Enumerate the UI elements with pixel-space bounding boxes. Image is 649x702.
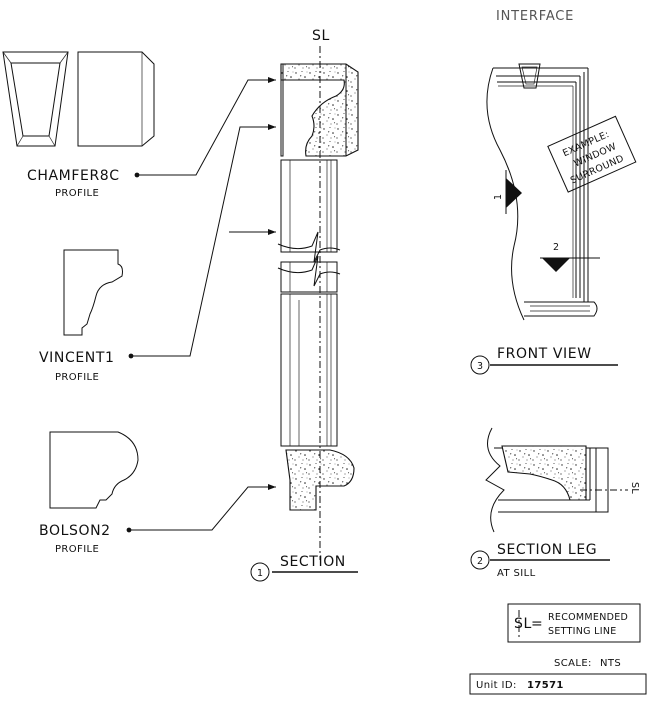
section-number: 1 [257, 568, 263, 579]
leader-lines [126, 77, 276, 533]
section-upper-shaft [280, 159, 338, 253]
unit-id-value: 17571 [527, 680, 564, 691]
example-stamp: EXAMPLE: WINDOW SURROUND [547, 115, 637, 193]
front-view-number-circle [470, 355, 490, 375]
chamfer8c-label: CHAMFER8C [27, 168, 120, 184]
unit-id-box: Unit ID: 17571 [469, 673, 647, 695]
legend-equals: = [531, 616, 543, 632]
unit-id-label: Unit ID: [476, 680, 517, 691]
section-leg-number: 2 [477, 556, 483, 567]
section-bottom-stone [285, 449, 355, 511]
section-leg-number-circle [470, 550, 490, 570]
vincent1-label: VINCENT1 [39, 350, 115, 366]
section-leg-cl-mark: SL [629, 482, 640, 494]
bolson2-label: BOLSON2 [39, 523, 111, 539]
front-view-marker-2: 2 [553, 242, 559, 253]
front-view-number: 3 [477, 361, 483, 372]
chamfer8c-end-view [2, 51, 69, 147]
section-cl-mark: SL [312, 28, 330, 44]
setting-line-legend: SL = RECOMMENDED SETTING LINE [507, 603, 641, 643]
scale-label: SCALE: [554, 658, 592, 669]
chamfer8c-side-view [77, 51, 155, 147]
legend-line-1: RECOMMENDED [548, 612, 628, 623]
bolson2-profile-shape [49, 431, 139, 509]
section-leg-title: SECTION LEG [497, 542, 597, 558]
front-view-title: FRONT VIEW [497, 346, 592, 362]
section-number-circle [250, 562, 270, 582]
vincent1-profile-shape [63, 249, 123, 336]
front-view-marker-1: 1 [493, 194, 504, 200]
scale-value: NTS [600, 658, 621, 669]
section-lower-shaft [280, 261, 338, 447]
vincent1-sub-label: PROFILE [55, 372, 99, 383]
section-leg-sub: AT SILL [497, 568, 536, 579]
front-view-drawing: 1 2 [486, 63, 600, 321]
section-break [277, 231, 341, 263]
interface-title: INTERFACE [496, 9, 574, 24]
bolson2-sub-label: PROFILE [55, 544, 99, 555]
legend-line-2: SETTING LINE [548, 626, 617, 637]
section-leg-drawing: SL [485, 427, 640, 533]
section-title: SECTION [280, 554, 346, 570]
chamfer8c-sub-label: PROFILE [55, 188, 99, 199]
legend-symbol: SL [514, 616, 532, 632]
